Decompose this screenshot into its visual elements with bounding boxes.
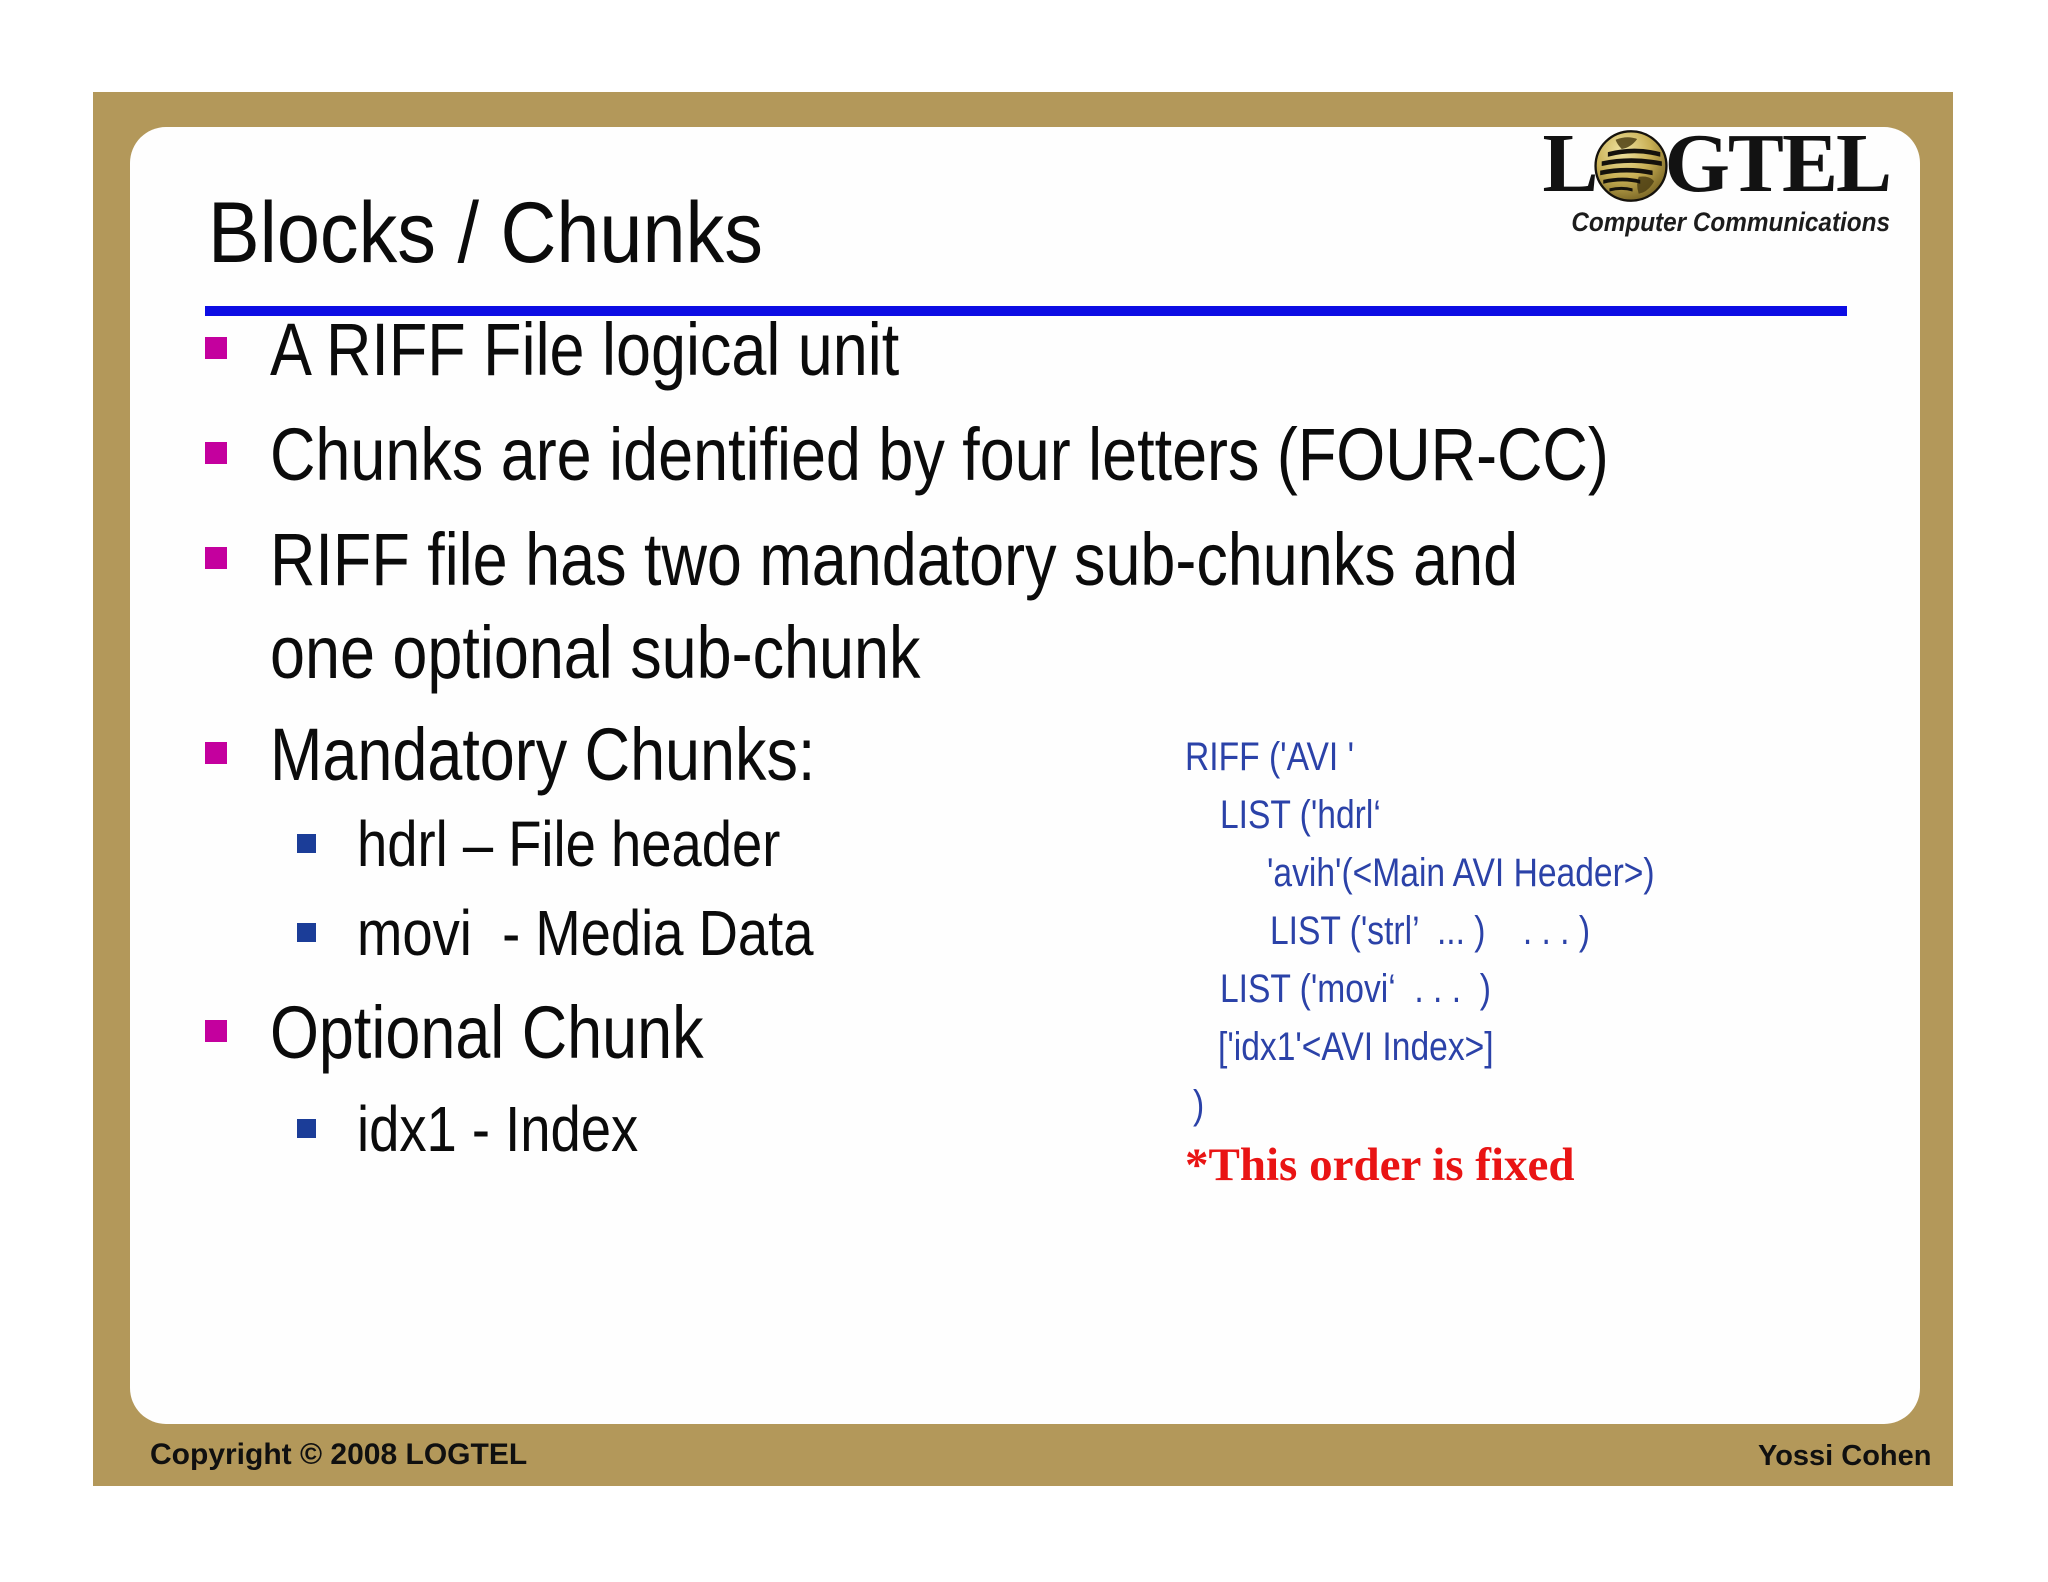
logo-tagline: Computer Communications [1571, 207, 1890, 237]
code-line: LIST ('movi‘ . . . ) [1220, 967, 1491, 1011]
sub-bullet-square-icon [297, 923, 316, 942]
riff-code-block: RIFF ('AVI ' LIST ('hdrl‘ 'avih'(<Main A… [1185, 728, 1728, 1134]
footer-copyright: Copyright © 2008 LOGTEL [150, 1438, 528, 1471]
footer-author: Yossi Cohen [1758, 1440, 1932, 1472]
bullet-square-icon [205, 1020, 227, 1042]
bullet-text: A RIFF File logical unit [270, 308, 900, 391]
logo-letter-l: L [1542, 117, 1599, 210]
sub-bullet-text: movi - Media Data [357, 897, 814, 969]
sub-bullet-item: hdrl – File header [297, 806, 855, 882]
bullet-item: RIFF file has two mandatory sub-chunks a… [205, 513, 1738, 699]
logtel-logo-wordmark: L GTEL [1500, 117, 1892, 210]
bullet-square-icon [205, 442, 227, 464]
code-line: ['idx1'<AVI Index>] [1218, 1025, 1494, 1069]
globe-icon [1593, 130, 1668, 202]
title-underline [205, 306, 1847, 316]
code-line: ) [1193, 1083, 1205, 1127]
bullet-text: Mandatory Chunks: [270, 713, 816, 796]
bullet-square-icon [205, 742, 227, 764]
bullet-text: RIFF file has two mandatory sub-chunks a… [270, 518, 1519, 694]
code-line: RIFF ('AVI ' [1185, 735, 1355, 779]
bullet-item: Chunks are identified by four letters (F… [205, 408, 1845, 501]
code-line: LIST ('hdrl‘ [1220, 793, 1381, 837]
bullet-text: Optional Chunk [270, 991, 704, 1074]
code-line: LIST ('strl’ ... ) . . . ) [1270, 909, 1591, 953]
sub-bullet-square-icon [297, 1119, 316, 1138]
page-title: Blocks / Chunks [208, 185, 763, 281]
logtel-logo: L GTEL Computer Comm [1500, 117, 1892, 238]
sub-bullet-item: idx1 - Index [297, 1091, 688, 1167]
sub-bullet-text: hdrl – File header [357, 808, 781, 880]
logo-letters-gtel: GTEL [1664, 117, 1892, 210]
sub-bullet-text: idx1 - Index [357, 1093, 639, 1165]
bullet-text: Chunks are identified by four letters (F… [270, 413, 1609, 496]
bullet-item: A RIFF File logical unit [205, 303, 1010, 396]
bullet-square-icon [205, 547, 227, 569]
bullet-item: Optional Chunk [205, 986, 780, 1079]
code-fixed-order-note: *This order is fixed [1185, 1139, 1575, 1191]
code-line: 'avih'(<Main AVI Header>) [1267, 851, 1655, 895]
bullet-square-icon [205, 337, 227, 359]
slide-content-panel [130, 127, 1920, 1424]
bullet-item: Mandatory Chunks: [205, 708, 912, 801]
sub-bullet-item: movi - Media Data [297, 895, 894, 971]
sub-bullet-square-icon [297, 834, 316, 853]
